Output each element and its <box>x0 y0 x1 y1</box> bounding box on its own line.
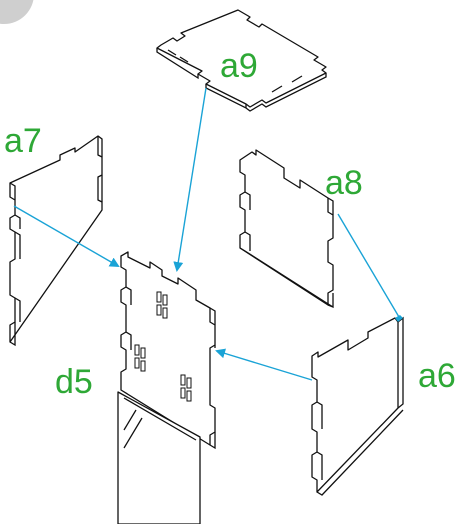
arrow-a6-to-d5 <box>215 348 313 381</box>
label-d5: d5 <box>55 363 93 401</box>
arrow-a8-to-a6 <box>337 213 400 318</box>
panel-a9 <box>156 9 327 112</box>
label-a7: a7 <box>4 122 42 160</box>
arrow-a7-to-d5 <box>13 205 120 267</box>
glass-pane <box>117 391 201 524</box>
label-a9: a9 <box>220 47 258 85</box>
assembly-arrows <box>13 87 400 381</box>
panel-d5 <box>120 251 216 450</box>
vent-slots <box>134 291 192 402</box>
panel-a8 <box>239 149 334 309</box>
label-a6: a6 <box>418 357 456 395</box>
panel-a6 <box>311 315 404 496</box>
label-a8: a8 <box>325 164 363 202</box>
corner-badge <box>0 0 34 24</box>
arrow-a9-to-d5 <box>173 87 207 272</box>
panel-a7 <box>9 135 103 347</box>
